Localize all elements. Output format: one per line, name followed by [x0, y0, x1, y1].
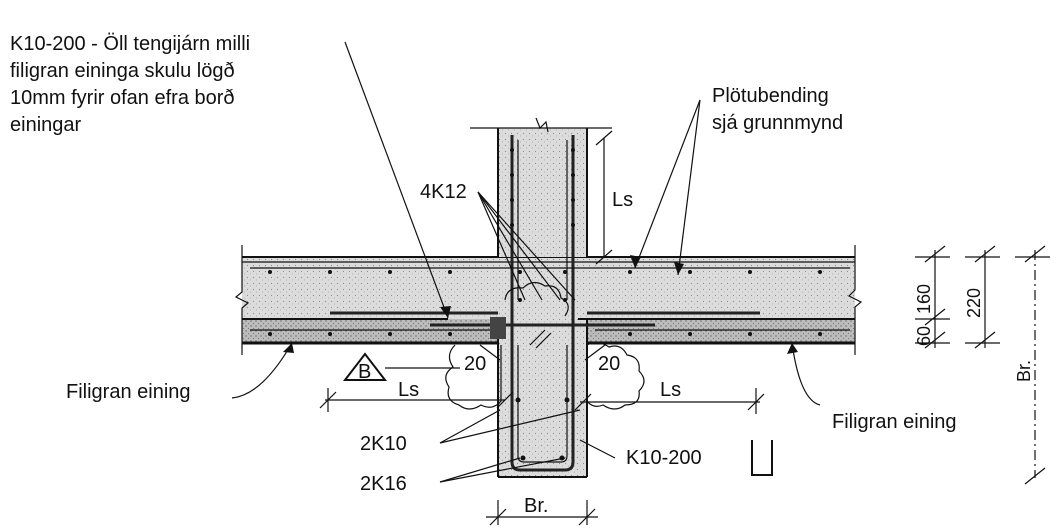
dim-label-160: 160: [914, 284, 934, 314]
arrowhead-note: [440, 306, 451, 318]
cloud-center: [504, 281, 569, 317]
note-line-4: einingar: [10, 114, 82, 136]
arrowhead-plotubending-1: [630, 255, 641, 268]
slab-top-rebar: [250, 267, 850, 302]
filigran-rebar: [250, 329, 850, 336]
cloud-right: [586, 341, 645, 410]
label-br-bottom: Br.: [524, 495, 548, 517]
dim-cover-right-line: [584, 344, 606, 361]
label-4k12: 4K12: [420, 181, 467, 203]
label-filigran-right: Filigran eining: [832, 411, 957, 433]
break-line-right: [847, 245, 863, 355]
plate-bend-line-2: sjá grunnmynd: [712, 112, 843, 134]
section-marker-b: [342, 352, 460, 381]
plate-bend-line-1: Plötubending: [712, 85, 829, 107]
note-line-3: 10mm fyrir ofan efra borð: [10, 87, 235, 109]
dim-label-60: 60: [914, 326, 934, 346]
break-line-left: [234, 245, 250, 355]
arrowhead-filigran-right: [787, 343, 798, 354]
dim-ls-right: [574, 388, 765, 414]
dim-ls-column: [595, 130, 613, 265]
label-ls-column: Ls: [612, 189, 633, 211]
note-line-2: filigran eininga skulu lögð: [10, 60, 235, 82]
joint-rebar: [330, 311, 760, 349]
label-ls-left: Ls: [398, 379, 419, 401]
label-cover-left: 20: [464, 353, 486, 375]
dim-cover-left-line: [479, 344, 501, 361]
label-cover-right: 20: [598, 353, 620, 375]
label-2k10: 2K10: [360, 433, 407, 455]
label-ls-right: Ls: [660, 379, 681, 401]
arrowhead-plotubending-2: [674, 262, 684, 275]
label-k10-200: K10-200: [626, 447, 702, 469]
dim-br-bottom: [486, 500, 598, 526]
note-line-1: K10-200 - Öll tengijárn milli: [10, 33, 250, 55]
slab-right: [587, 257, 855, 343]
column-upper: [470, 127, 612, 257]
slab-left: [242, 257, 498, 343]
stirrup-symbol: [751, 440, 773, 476]
label-section-b: B: [358, 361, 371, 383]
arrowhead-filigran-left: [283, 343, 294, 353]
label-br-right: Br.: [1014, 360, 1034, 382]
label-filigran-left: Filigran eining: [66, 381, 191, 403]
leaders: [231, 41, 821, 483]
column-break-mark: [535, 117, 549, 133]
label-2k16: 2K16: [360, 473, 407, 495]
dim-ls-left: [319, 388, 514, 412]
dim-right-stack: [915, 245, 1050, 485]
dim-label-220: 220: [964, 288, 984, 318]
